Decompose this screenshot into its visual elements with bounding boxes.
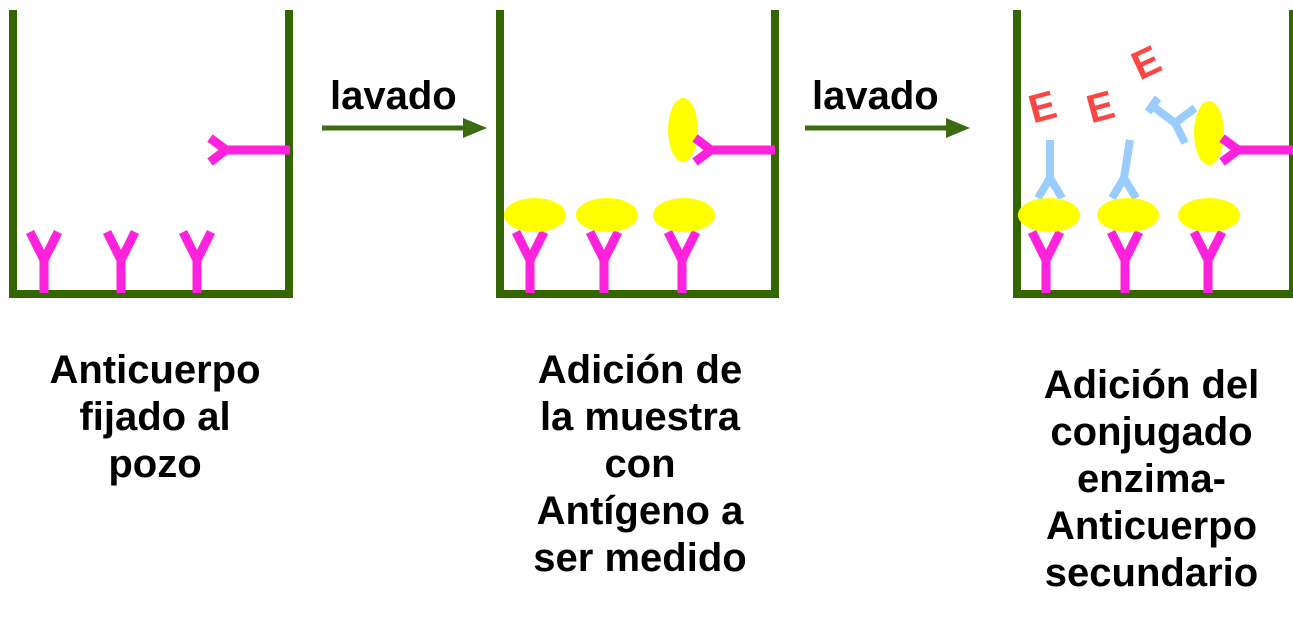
- primary-antibody-p1-2: [102, 229, 140, 293]
- antigen-p2-2: [576, 198, 638, 232]
- arrow-label-2: lavado: [812, 74, 939, 118]
- wash-arrow-2-head: [946, 118, 970, 138]
- antigen-p3-3: [1178, 198, 1240, 232]
- secondary-antibody-p3-1: [1034, 140, 1066, 201]
- floating-antibody-p2: [692, 134, 775, 166]
- antigen-p3-1: [1018, 198, 1080, 232]
- caption-line: enzima-: [1077, 457, 1226, 501]
- floating-antibody-p3: [1219, 134, 1293, 166]
- caption-line: Adición de: [537, 348, 743, 392]
- caption-panel-1: Anticuerpo fijado al pozo: [20, 347, 290, 488]
- primary-antibody-p2-2: [585, 229, 623, 293]
- caption-line: con: [604, 442, 676, 486]
- caption-line: secundario: [1044, 551, 1259, 595]
- caption-line: ser medido: [533, 536, 747, 580]
- wash-arrow-1-head: [463, 118, 487, 138]
- primary-antibody-p2-3: [663, 229, 701, 293]
- caption-line: Anticuerpo: [49, 348, 261, 392]
- caption-panel-3: Adición del conjugado enzima- Anticuerpo…: [1010, 362, 1293, 597]
- floating-antibody-p1: [207, 134, 290, 166]
- secondary-antibody-p3-3: [1144, 95, 1198, 145]
- primary-antibody-p3-3: [1189, 229, 1227, 293]
- caption-line: Anticuerpo: [1045, 504, 1258, 548]
- caption-line: fijado al: [79, 395, 231, 439]
- caption-panel-2: Adición de la muestra con Antígeno a ser…: [495, 347, 785, 582]
- primary-antibody-p3-2: [1106, 229, 1144, 293]
- caption-line: pozo: [108, 442, 202, 486]
- primary-antibody-p3-1: [1027, 229, 1065, 293]
- antigen-p2-3: [653, 198, 715, 232]
- enzyme-label-2: E: [1082, 83, 1119, 132]
- secondary-antibody-p3-2: [1108, 139, 1140, 201]
- enzyme-label-3: E: [1125, 38, 1168, 89]
- caption-line: Antígeno a: [536, 489, 744, 533]
- caption-line: la muestra: [539, 395, 741, 439]
- floating-antigen-p3: [1194, 101, 1224, 165]
- enzyme-label-1: E: [1024, 83, 1061, 132]
- floating-antigen-p2: [668, 98, 698, 162]
- well-3: [1013, 10, 1293, 298]
- primary-antibody-p1-3: [178, 229, 216, 293]
- arrow-label-1: lavado: [330, 74, 457, 118]
- primary-antibody-p2-1: [511, 229, 549, 293]
- primary-antibody-p1-1: [25, 229, 63, 293]
- antigen-p3-2: [1097, 198, 1159, 232]
- antigen-p2-1: [504, 198, 566, 232]
- caption-line: Adición del: [1043, 363, 1260, 407]
- caption-line: conjugado: [1050, 410, 1253, 454]
